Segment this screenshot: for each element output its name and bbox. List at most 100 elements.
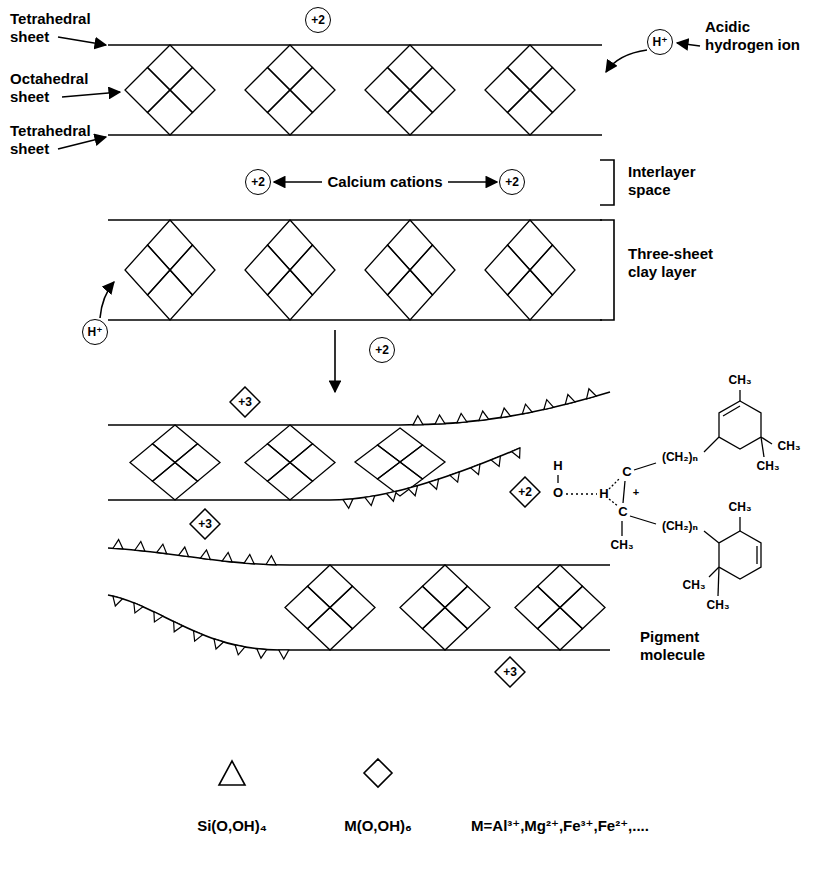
- layer-edge: [108, 44, 602, 46]
- ion-circle: +2: [305, 7, 331, 33]
- part-label: Three-sheet clay layer: [628, 245, 738, 281]
- legend-text: M(O,OH)₆: [344, 818, 412, 835]
- bracket: [600, 160, 614, 205]
- octahedron-symbol: [148, 45, 193, 90]
- octahedron-symbol: [355, 445, 400, 479]
- atom-label: CH₃: [683, 579, 706, 592]
- tetrahedron-symbol: [135, 542, 145, 551]
- octahedron-symbol: [170, 245, 215, 295]
- tetrahedron-symbol: [235, 645, 245, 655]
- octahedron-symbol: [268, 220, 313, 270]
- tetrahedron-symbol: [257, 649, 267, 658]
- ion-diamond: +3: [229, 386, 261, 418]
- octahedron-symbol: [410, 245, 455, 295]
- part-label: Interlayer space: [628, 163, 728, 199]
- tetrahedron-symbol: [174, 621, 183, 631]
- leader-arrow: [677, 43, 700, 46]
- octahedron-symbol: [508, 90, 553, 135]
- octahedron-symbol: [125, 245, 170, 295]
- octahedron-symbol: [388, 220, 433, 270]
- ion-diamond: +3: [189, 508, 221, 540]
- tetrahedron-symbol: [387, 491, 397, 501]
- ion-charge: +2: [518, 486, 532, 498]
- octahedron-symbol: [388, 270, 433, 320]
- layer-edge: [108, 392, 610, 425]
- ion-circle: +2: [499, 169, 525, 195]
- octahedron-symbol: [290, 245, 335, 295]
- octahedron-symbol: [245, 68, 290, 113]
- legend-symbol: [364, 759, 392, 787]
- atom-label: (CH₂)ₙ: [662, 451, 698, 464]
- atom-label: CH₃: [707, 599, 730, 612]
- tetrahedron-symbol: [113, 540, 123, 549]
- ion-circle: +2: [245, 169, 271, 195]
- tetrahedron-symbol: [214, 639, 224, 649]
- tetrahedron-symbol: [134, 603, 143, 613]
- ion-charge: +2: [311, 14, 325, 26]
- ion-circle: +2: [369, 337, 395, 363]
- octahedron-symbol: [485, 245, 530, 295]
- tetrahedron-symbol: [200, 550, 210, 560]
- ion-circle: H⁺: [82, 319, 108, 345]
- octahedron-symbol: [423, 608, 468, 651]
- ion-charge: +3: [198, 518, 212, 530]
- atom-label: O: [553, 486, 563, 500]
- ion-circle: H⁺: [647, 29, 673, 55]
- octahedron-symbol: [308, 608, 353, 651]
- tetrahedron-symbol: [429, 479, 439, 489]
- octahedron-symbol: [290, 444, 335, 482]
- octahedron-symbol: [365, 245, 410, 295]
- tetrahedron-symbol: [450, 472, 459, 482]
- octahedron-symbol: [130, 444, 175, 482]
- octahedron-symbol: [485, 68, 530, 113]
- part-label: Pigment molecule: [640, 628, 750, 664]
- tetrahedron-symbol: [457, 413, 467, 422]
- octahedron-symbol: [330, 586, 375, 629]
- ion-charge: +3: [238, 396, 252, 408]
- leader-arrow: [62, 92, 120, 97]
- tetrahedron-symbol: [279, 650, 289, 659]
- ion-charge: +2: [251, 176, 265, 188]
- octahedron-symbol: [153, 425, 198, 463]
- tetrahedron-symbol: [479, 411, 489, 421]
- octahedron-symbol: [290, 68, 335, 113]
- octahedron-symbol: [245, 444, 290, 482]
- legend-text: Si(O,OH)₄: [197, 818, 267, 835]
- tetrahedron-symbol: [435, 415, 445, 424]
- atom-label: CH₃: [757, 460, 780, 473]
- ion-diamond: +2: [509, 476, 541, 508]
- atom-label: H: [553, 459, 562, 473]
- legend-symbol: [219, 761, 245, 785]
- tetrahedron-symbol: [501, 408, 511, 418]
- tetrahedron-symbol: [179, 547, 189, 557]
- octahedron-symbol: [245, 245, 290, 295]
- octahedron-symbol: [148, 90, 193, 135]
- octahedron-symbol: [378, 428, 423, 462]
- tetrahedron-symbol: [544, 400, 554, 410]
- octahedron-symbol: [365, 68, 410, 113]
- tetrahedron-symbol: [491, 456, 500, 466]
- tetrahedron-symbol: [154, 612, 163, 622]
- octahedron-symbol: [560, 586, 605, 629]
- tetrahedron-symbol: [565, 394, 575, 404]
- tetrahedron-symbol: [471, 464, 480, 474]
- part-label: Tetrahedral sheet: [10, 122, 105, 158]
- octahedron-symbol: [423, 565, 468, 608]
- ion-charge: +2: [375, 344, 389, 356]
- tetrahedron-symbol: [522, 404, 532, 414]
- atom-label: CH₃: [611, 539, 634, 552]
- octahedron-symbol: [170, 68, 215, 113]
- layer-edge: [108, 319, 602, 321]
- process-arrow: [334, 330, 336, 392]
- octahedron-symbol: [268, 425, 313, 463]
- atom-label: H: [599, 487, 608, 501]
- leader-arrow: [606, 50, 647, 72]
- octahedron-symbol: [148, 270, 193, 320]
- tetrahedron-symbol: [157, 544, 167, 554]
- layer-edge: [108, 448, 520, 500]
- layer-edge: [108, 548, 610, 565]
- octahedron-symbol: [308, 565, 353, 608]
- tetrahedron-symbol: [113, 596, 123, 606]
- tetrahedron-symbol: [194, 631, 203, 641]
